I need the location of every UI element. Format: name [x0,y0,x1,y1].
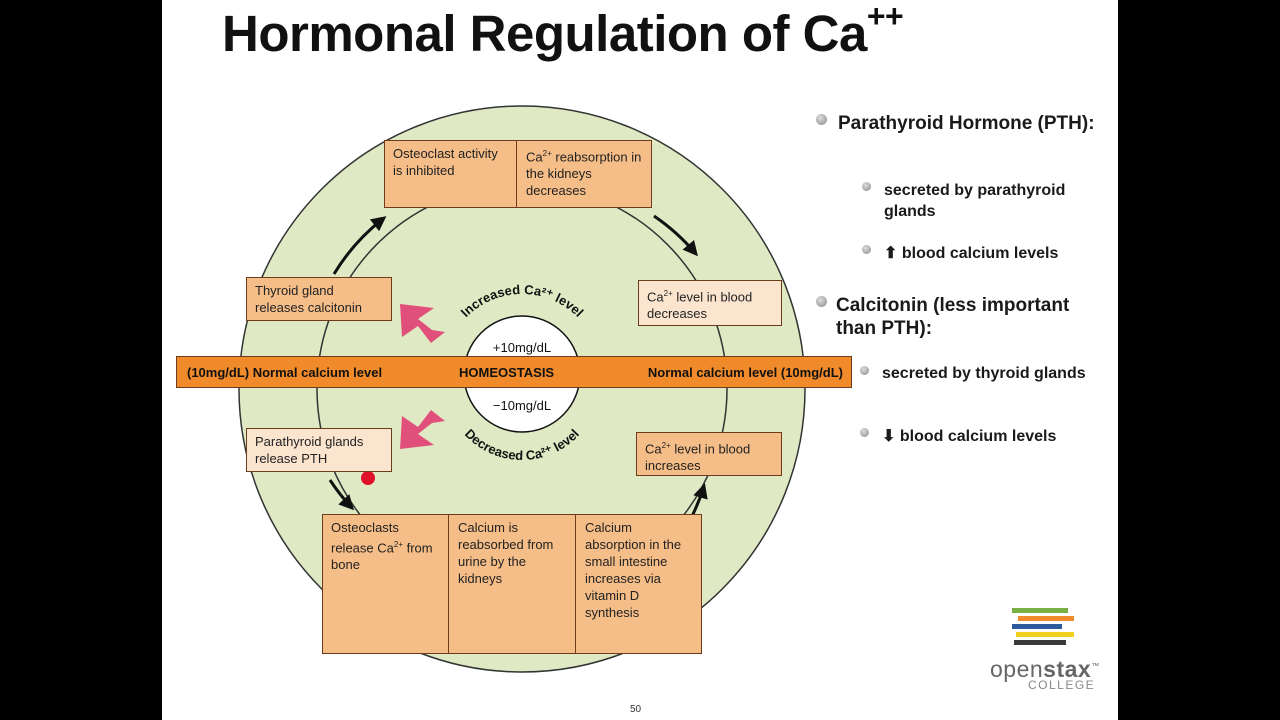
page-number: 50 [630,704,642,715]
pth-item-1: secreted by parathyroid glands [884,182,1066,220]
pink-arrow-down [400,410,445,449]
openstax-logo-stripes [1012,608,1074,645]
bottom-effect-box: Osteoclasts release Ca2+ from bone Calci… [322,514,702,654]
top-effect-box: Osteoclast activity is inhibited Ca2+ re… [384,140,652,208]
cycle-arrow-bottom-left [328,479,355,511]
blood-decreases-box: Ca2+ level in blood decreases [638,280,782,326]
pointer-dot [361,471,375,485]
pth-heading: Parathyroid Hormone (PTH): [838,113,1095,134]
osteoclast-inhibited-cell: Osteoclast activity is inhibited [385,141,517,207]
openstax-logo-text: openstax™ [990,656,1100,682]
kidney-reabsorbed-cell: Calcium is reabsorbed from urine by the … [450,515,576,653]
slide-title: Hormonal Regulation of Ca++ [222,0,904,62]
intestine-absorption-cell: Calcium absorption in the small intestin… [585,520,682,620]
band-center-label: HOMEOSTASIS [459,365,555,380]
openstax-logo-college: COLLEGE [1028,678,1096,692]
band-right-label: Normal calcium level (10mg/dL) [647,365,843,380]
bullet-dot [816,296,827,307]
cycle-arrow-top-left [332,216,387,275]
blood-increases-box: Ca2+ level in blood increases [636,432,782,476]
thyroid-calcitonin-box: Thyroid gland releases calcitonin [246,277,392,321]
normal-calcium-band: (10mg/dL) Normal calcium level HOMEOSTAS… [176,356,852,388]
calcitonin-item-2: ⬇ blood calcium levels [882,428,1057,445]
pth-item-2: ⬆ blood calcium levels [884,245,1059,262]
calcitonin-heading: Calcitonin (less important than PTH): [836,295,1070,339]
band-left-label: (10mg/dL) Normal calcium level [187,365,383,380]
circle-bottom-label: −10mg/dL [493,398,551,413]
circle-top-label: +10mg/dL [493,340,551,355]
bullet-dot [862,182,871,191]
calcitonin-item-1: secreted by thyroid glands [882,365,1086,382]
cycle-arrow-top-right [653,214,698,257]
bullet-dot [862,245,871,254]
bullet-dot [816,114,827,125]
pink-arrow-up [400,304,445,343]
parathyroid-pth-box: Parathyroid glands release PTH [246,428,392,472]
bullet-dot [860,366,869,375]
kidney-reabsorption-cell: Ca2+ reabsorption in the kidneys decreas… [526,149,642,199]
bullet-dot [860,428,869,437]
slide: Hormonal Regulation of Ca++ Increased Ca… [162,0,1118,720]
osteoclasts-release-cell: Osteoclasts release Ca2+ from bone [323,515,449,653]
